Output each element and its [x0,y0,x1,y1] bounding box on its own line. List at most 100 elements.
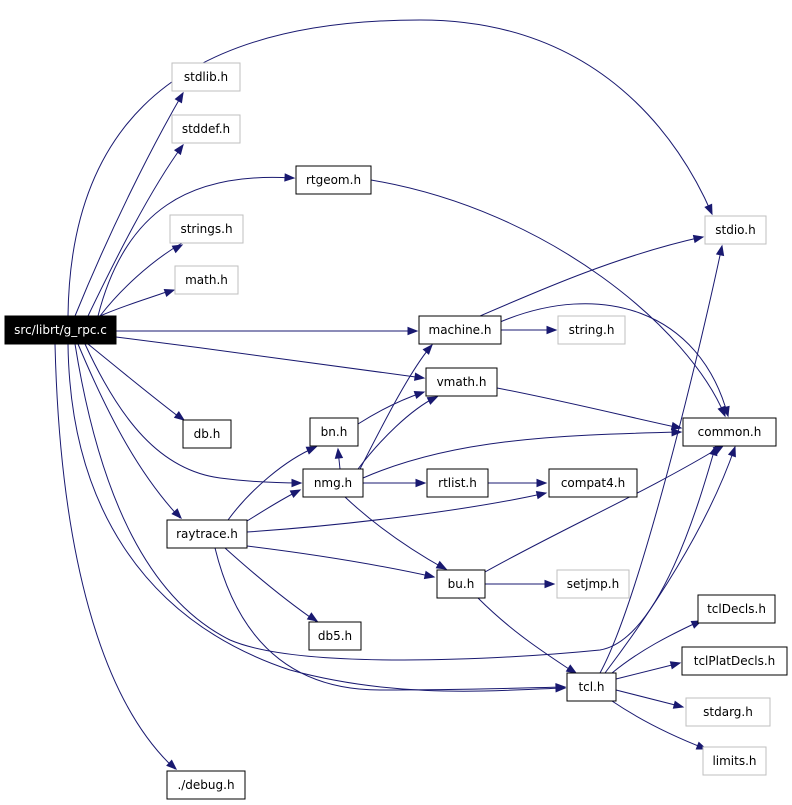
node-label-math: math.h [185,273,228,287]
node-box-tclPlatDecls [681,646,788,676]
node-label-common: common.h [698,425,762,439]
edge-nmg-rtlist [363,478,427,488]
node-bn[interactable]: bn.h [309,417,359,447]
node-tcl[interactable]: tcl.h [566,672,617,702]
node-stdarg: stdarg.h [685,697,771,727]
node-box-bu [436,569,486,599]
node-label-stdarg: stdarg.h [703,705,753,719]
edge-rtgeom-common [370,179,726,418]
node-common[interactable]: common.h [682,417,777,447]
edge-root-stdlib [74,91,184,317]
graph-edges [54,19,736,770]
node-box-setjmp [556,569,630,599]
node-label-rtgeom: rtgeom.h [306,173,361,187]
node-label-db5: db5.h [318,629,352,643]
node-label-setjmp: setjmp.h [567,577,619,591]
edge-nmg-machine [359,343,433,470]
node-tclPlatDecls[interactable]: tclPlatDecls.h [681,646,788,676]
edge-nmg-bu [344,496,448,570]
node-box-tcl [566,672,617,702]
node-nmg[interactable]: nmg.h [302,468,364,498]
node-box-bn [309,417,359,447]
node-label-db: db.h [194,427,221,441]
node-box-db5 [308,621,362,651]
node-machine[interactable]: machine.h [418,315,502,345]
node-label-compat4: compat4.h [561,476,625,490]
node-debug[interactable]: ./debug.h [166,770,246,800]
node-box-math [174,265,239,295]
edge-root-vmath [115,336,426,381]
edge-root-debug [54,343,178,770]
node-box-stdio [704,215,767,245]
node-box-nmg [302,468,364,498]
node-box-root [4,315,117,345]
node-rtgeom[interactable]: rtgeom.h [295,165,372,195]
edge-root-math [99,288,176,317]
node-box-vmath [425,367,498,397]
node-box-stddef [171,114,241,144]
node-box-string [557,315,626,345]
node-strings: strings.h [169,214,244,244]
node-setjmp: setjmp.h [556,569,630,599]
edge-bn-vmath [357,390,426,425]
edge-bu-setjmp [485,579,556,589]
node-label-string: string.h [569,323,615,337]
node-label-debug: ./debug.h [177,778,234,792]
edge-nmg-bn [334,447,344,470]
node-box-tclDecls [697,594,776,624]
edge-bu-common [484,445,725,573]
node-label-nmg: nmg.h [314,476,352,490]
edge-tcl-stdio [599,244,725,674]
node-string: string.h [557,315,626,345]
node-box-compat4 [548,468,638,498]
node-box-common [682,417,777,447]
edge-raytrace-bu [246,545,436,580]
node-box-stdlib [171,62,241,92]
node-root: src/librt/g_rpc.c [4,315,117,345]
edge-vmath-common [496,387,683,431]
node-label-rtlist: rtlist.h [438,476,477,490]
edge-root-rtgeom [97,173,296,317]
node-label-raytrace: raytrace.h [176,527,238,541]
node-stdio: stdio.h [704,215,767,245]
node-bu[interactable]: bu.h [436,569,486,599]
edge-raytrace-nmg [246,489,302,522]
edge-raytrace-tcl [214,547,567,692]
edge-root-raytrace [77,343,182,519]
edge-root-stddef [87,143,184,317]
edge-tcl-common [604,445,736,674]
node-box-strings [169,214,244,244]
node-rtlist[interactable]: rtlist.h [426,468,489,498]
node-db[interactable]: db.h [182,419,232,449]
node-label-stdlib: stdlib.h [184,70,228,84]
node-label-vmath: vmath.h [437,375,487,389]
edge-tcl-tclPlatDecls [615,661,682,680]
edge-root-db [87,343,186,421]
node-box-rtlist [426,468,489,498]
node-label-bn: bn.h [321,425,348,439]
node-db5[interactable]: db5.h [308,621,362,651]
node-limits: limits.h [702,746,767,776]
node-stddef: stddef.h [171,114,241,144]
node-box-limits [702,746,767,776]
node-stdlib: stdlib.h [171,62,241,92]
node-box-machine [418,315,502,345]
node-label-strings: strings.h [180,222,232,236]
node-vmath[interactable]: vmath.h [425,367,498,397]
edge-machine-string [501,325,558,335]
edge-rtlist-compat4 [488,478,548,488]
edge-tcl-stdarg [615,689,685,709]
graph-nodes: src/librt/g_rpc.c stdlib.h stddef.h rtgeom.… [4,62,788,800]
node-label-stddef: stddef.h [182,122,230,136]
edge-root-stdio [67,19,713,317]
edge-root-machine [116,326,419,336]
node-tclDecls[interactable]: tclDecls.h [697,594,776,624]
node-label-bu: bu.h [448,577,475,591]
node-raytrace[interactable]: raytrace.h [166,519,248,549]
node-box-raytrace [166,519,248,549]
node-compat4[interactable]: compat4.h [548,468,638,498]
edge-root-strings [99,242,184,317]
node-box-rtgeom [295,165,372,195]
edge-machine-common [499,303,730,418]
node-label-stdio: stdio.h [715,223,755,237]
